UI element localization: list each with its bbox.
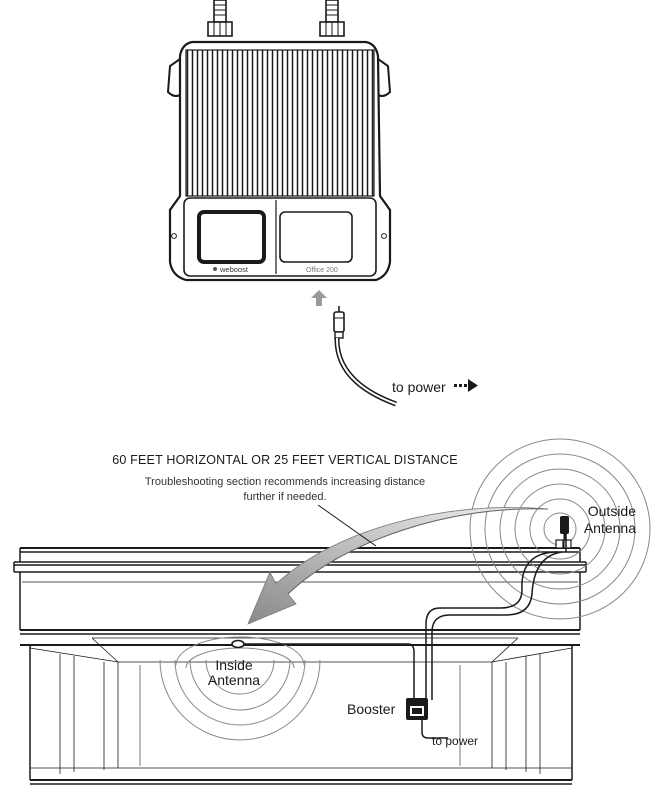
brand-logo-text: weboost bbox=[219, 265, 249, 274]
distance-heading: 60 FEET HORIZONTAL OR 25 FEET VERTICAL D… bbox=[112, 453, 458, 467]
booster-label: Booster bbox=[347, 701, 396, 717]
power-port-arrow bbox=[311, 290, 327, 306]
inside-antenna-label-line2: Antenna bbox=[207, 672, 261, 688]
label-window bbox=[279, 211, 353, 263]
inside-antenna bbox=[231, 639, 245, 649]
outside-antenna-signal bbox=[469, 438, 651, 620]
inside-antenna-label: Inside Antenna bbox=[196, 658, 272, 688]
distance-note-line2: further if needed. bbox=[243, 491, 327, 503]
top-power-label: to power bbox=[392, 379, 446, 395]
power-plug bbox=[333, 306, 345, 339]
to-power-arrow-top bbox=[454, 379, 478, 392]
antenna-connector-right bbox=[319, 0, 345, 37]
distance-note-line1: Troubleshooting section recommends incre… bbox=[144, 476, 426, 488]
outside-antenna bbox=[555, 516, 572, 552]
outside-antenna-label-line1: Outside bbox=[587, 503, 636, 519]
model-label-text: Office 200 bbox=[306, 267, 338, 274]
antenna-cables bbox=[240, 551, 563, 739]
outside-antenna-label-line2: Antenna bbox=[583, 520, 636, 536]
inside-antenna-label-line1: Inside bbox=[215, 657, 253, 673]
antenna-connector-left bbox=[207, 0, 233, 37]
booster-device: weboost Office 200 bbox=[166, 0, 392, 282]
bottom-power-label: to power bbox=[432, 734, 479, 748]
outside-antenna-label: Outside Antenna bbox=[560, 503, 636, 537]
callout-leader bbox=[317, 504, 377, 547]
heat-sink-fins bbox=[186, 50, 374, 196]
booster-small bbox=[406, 698, 428, 720]
status-display bbox=[197, 210, 266, 264]
inside-antenna-signal bbox=[159, 636, 321, 741]
